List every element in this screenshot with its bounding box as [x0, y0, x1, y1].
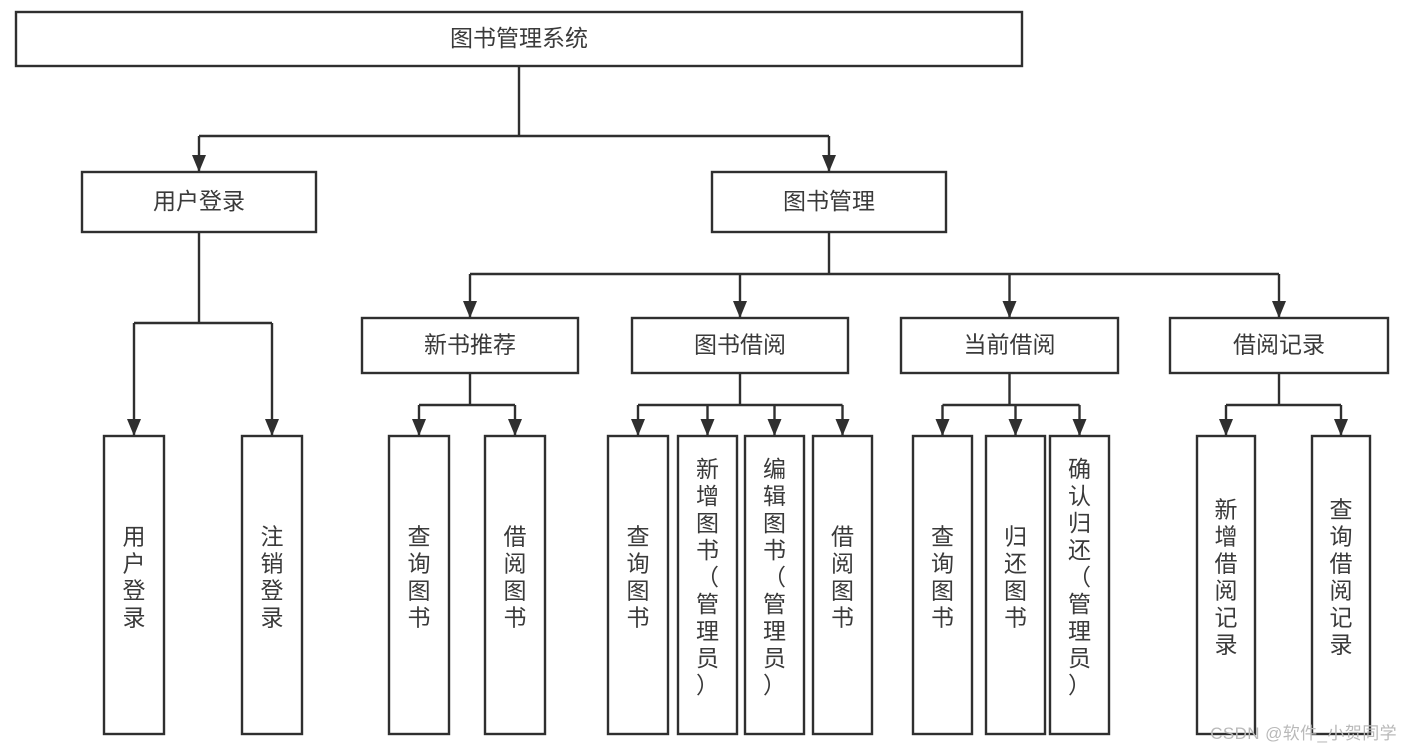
connector-arrowhead [508, 419, 522, 436]
node-leaf-query-book-current-box [911, 434, 974, 736]
node-leaf-query-book-current[interactable]: 查询图书 [911, 434, 974, 736]
node-leaf-query-book-recommend-label: 查询图书 [408, 524, 431, 631]
node-book-borrow-label: 图书借阅 [694, 332, 786, 358]
node-book-manage[interactable]: 图书管理 [710, 170, 948, 234]
node-leaf-edit-book[interactable]: 编辑图书（管理员） [743, 434, 806, 736]
connector-arrowhead [1272, 301, 1286, 318]
node-leaf-edit-book-box [743, 434, 806, 736]
connector-arrowhead [192, 155, 206, 172]
connector-arrowhead [631, 419, 645, 436]
node-leaf-user-login-label: 用户登录 [123, 524, 146, 631]
connector-arrowhead [412, 419, 426, 436]
node-leaf-return-book-label: 归还图书 [1004, 524, 1027, 631]
node-borrow-record-box [1168, 316, 1390, 375]
node-leaf-return-book[interactable]: 归还图书 [984, 434, 1047, 736]
connector-arrowhead [265, 419, 279, 436]
node-leaf-query-book-recommend-box [387, 434, 451, 736]
node-leaf-user-login[interactable]: 用户登录 [102, 434, 166, 736]
node-leaf-add-borrow-record[interactable]: 新增借阅记录 [1195, 434, 1257, 736]
node-leaf-query-book-current-label: 查询图书 [931, 524, 954, 631]
node-root-system-label: 图书管理系统 [450, 25, 588, 51]
node-leaf-add-borrow-record-box [1195, 434, 1257, 736]
node-current-borrow-label: 当前借阅 [964, 332, 1056, 358]
connectors-layer [127, 66, 1348, 436]
node-borrow-record-label: 借阅记录 [1233, 332, 1325, 358]
nodes-layer: 图书管理系统用户登录图书管理新书推荐图书借阅当前借阅借阅记录用户登录注销登录查询… [14, 10, 1390, 736]
node-leaf-query-borrow-record-label: 查询借阅记录 [1330, 497, 1353, 658]
node-leaf-borrow-book-box [811, 434, 874, 736]
connector-arrowhead [700, 419, 715, 436]
node-leaf-return-book-box [984, 434, 1047, 736]
node-new-book-recommend-box [360, 316, 580, 375]
connector-arrowhead [1072, 419, 1087, 436]
node-current-borrow-box [899, 316, 1120, 375]
node-leaf-query-book-recommend[interactable]: 查询图书 [387, 434, 451, 736]
connector-arrowhead [935, 419, 950, 436]
node-leaf-add-book-box [676, 434, 739, 736]
connector-arrowhead [733, 301, 747, 318]
node-leaf-query-book-borrow-box [606, 434, 670, 736]
node-leaf-borrow-book[interactable]: 借阅图书 [811, 434, 874, 736]
node-leaf-add-borrow-record-label: 新增借阅记录 [1215, 497, 1238, 658]
node-borrow-record[interactable]: 借阅记录 [1168, 316, 1390, 375]
node-leaf-confirm-return[interactable]: 确认归还（管理员） [1048, 434, 1111, 736]
node-leaf-edit-book-label: 编辑图书（管理员） [763, 456, 786, 698]
node-root-system[interactable]: 图书管理系统 [14, 10, 1024, 68]
connector-arrowhead [767, 419, 782, 436]
connector-arrowhead [127, 419, 141, 436]
connector-arrowhead [1008, 419, 1023, 436]
node-leaf-query-borrow-record-box [1310, 434, 1372, 736]
node-leaf-query-borrow-record[interactable]: 查询借阅记录 [1310, 434, 1372, 736]
node-leaf-add-book[interactable]: 新增图书（管理员） [676, 434, 739, 736]
node-leaf-confirm-return-box [1048, 434, 1111, 736]
node-user-login[interactable]: 用户登录 [80, 170, 318, 234]
node-current-borrow[interactable]: 当前借阅 [899, 316, 1120, 375]
csdn-watermark: CSDN @软件_小贺同学 [1210, 724, 1397, 743]
connector-arrowhead [1219, 419, 1233, 436]
node-leaf-logout-label: 注销登录 [261, 524, 284, 631]
connector-arrowhead [822, 155, 836, 172]
node-leaf-borrow-book-recommend-label: 借阅图书 [504, 524, 527, 631]
node-root-system-box [14, 10, 1024, 68]
node-leaf-user-login-box [102, 434, 166, 736]
node-book-borrow-box [630, 316, 850, 375]
connector-arrowhead [1002, 301, 1017, 318]
node-leaf-add-book-label: 新增图书（管理员） [696, 456, 719, 698]
node-leaf-borrow-book-label: 借阅图书 [831, 524, 854, 631]
connector-arrowhead [1334, 419, 1348, 436]
node-user-login-box [80, 170, 318, 234]
node-leaf-query-book-borrow[interactable]: 查询图书 [606, 434, 670, 736]
node-user-login-label: 用户登录 [153, 188, 245, 214]
node-book-borrow[interactable]: 图书借阅 [630, 316, 850, 375]
node-new-book-recommend[interactable]: 新书推荐 [360, 316, 580, 375]
node-leaf-borrow-book-recommend[interactable]: 借阅图书 [483, 434, 547, 736]
connector-arrowhead [463, 301, 477, 318]
node-leaf-logout-box [240, 434, 304, 736]
node-new-book-recommend-label: 新书推荐 [424, 332, 516, 358]
node-book-manage-label: 图书管理 [783, 188, 875, 214]
node-leaf-confirm-return-label: 确认归还（管理员） [1068, 456, 1091, 698]
node-book-manage-box [710, 170, 948, 234]
node-leaf-logout[interactable]: 注销登录 [240, 434, 304, 736]
node-leaf-query-book-borrow-label: 查询图书 [627, 524, 650, 631]
connector-arrowhead [835, 419, 850, 436]
node-leaf-borrow-book-recommend-box [483, 434, 547, 736]
